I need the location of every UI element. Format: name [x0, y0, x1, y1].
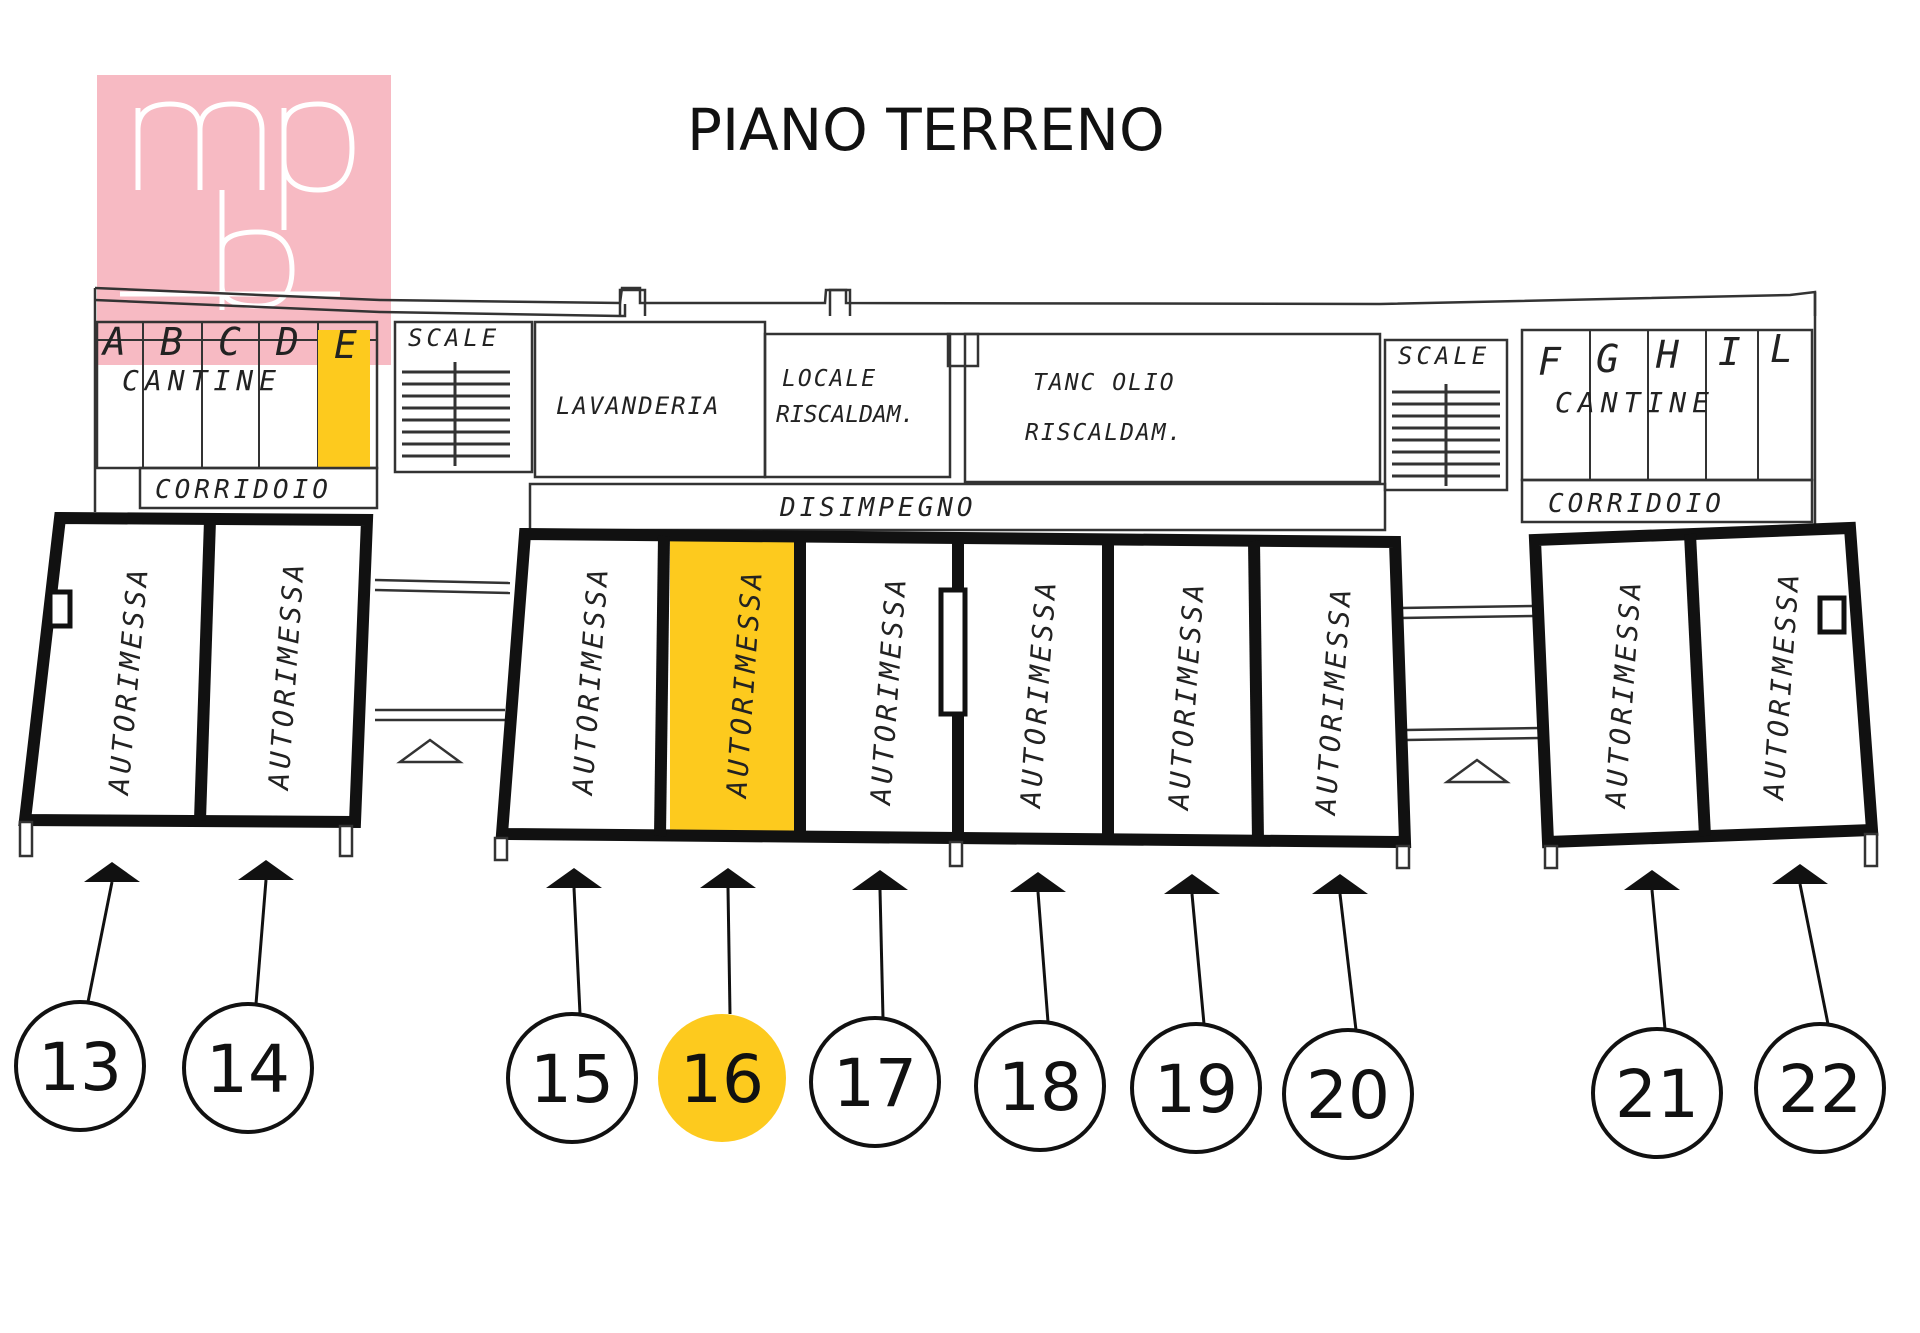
garage-marker-16: 16: [658, 868, 786, 1142]
cellar-letter: F: [1538, 340, 1562, 384]
cellar-label: CANTINE: [1555, 386, 1715, 419]
right-stairs: SCALE: [1383, 338, 1509, 492]
central-corridor: DISIMPEGNO: [528, 482, 1387, 532]
entrance-arrow-line: [726, 887, 732, 1015]
entrance-arrow-icon: [1164, 874, 1220, 894]
cellar-letter: G: [1596, 337, 1619, 381]
cellar-e-highlight: [318, 330, 370, 468]
garage-marker-17: 17: [809, 870, 941, 1148]
entrance-arrow-icon: [1624, 870, 1680, 890]
room-tank-line2: RISCALDAM.: [1025, 420, 1183, 446]
garage-number-circle: [974, 1020, 1106, 1152]
cellar-label: CANTINE: [122, 364, 282, 397]
plan-title: PIANO TERRENO: [687, 96, 1165, 164]
garage-number-circle: [506, 1012, 638, 1144]
cellar-letter: L: [1770, 327, 1793, 371]
entrance-arrow-icon: [852, 870, 908, 890]
garage-number-text: 14: [206, 1031, 290, 1108]
garage-number-circle: [1754, 1022, 1886, 1154]
cellar-letter: E: [334, 323, 357, 367]
entrance-arrow-line: [1650, 889, 1667, 1030]
garage-number-circle: [14, 1000, 146, 1132]
entrance-arrow-line: [86, 881, 114, 1003]
corridor-label: CORRIDOIO: [155, 475, 332, 505]
entrance-arrow-line: [572, 887, 582, 1015]
entrance-arrow-icon: [238, 860, 294, 880]
cellar-letter: B: [160, 320, 183, 364]
room-heating-line2: RISCALDAM.: [776, 402, 914, 428]
garage-number-text: 18: [998, 1049, 1082, 1126]
entrance-arrow-icon: [84, 862, 140, 882]
garage-marker-22: 22: [1754, 864, 1886, 1154]
garage-label-15: AUTORIMESSA: [566, 564, 615, 797]
service-rooms: LAVANDERIA LOCALE RISCALDAM. TANC OLIO R…: [533, 320, 1382, 484]
garage-marker-20: 20: [1282, 874, 1414, 1160]
logo-badge: [97, 75, 391, 365]
garage-number-text: 19: [1154, 1051, 1238, 1128]
building-outline: [93, 286, 1817, 530]
garage-label-20: AUTORIMESSA: [1309, 584, 1358, 817]
cellar-letter: D: [275, 320, 299, 364]
stairs-label: SCALE: [1398, 342, 1490, 370]
garage-number-markers: 13 14 15 16 17 18 19 20 21 22: [14, 860, 1886, 1160]
right-cellars: F G H I L CANTINE CORRIDOIO: [1520, 327, 1814, 524]
garage-marker-21: 21: [1591, 870, 1723, 1159]
entrance-arrow-line: [1190, 893, 1206, 1025]
garage-marker-19: 19: [1130, 874, 1262, 1154]
garage-number-text: 20: [1306, 1057, 1390, 1134]
garage-number-text: 16: [680, 1041, 764, 1118]
corridor-label: CORRIDOIO: [1548, 489, 1725, 519]
entrance-arrow-line: [1036, 891, 1050, 1023]
garage-number-circle: [1282, 1028, 1414, 1160]
entrance-arrow-icon: [1010, 872, 1066, 892]
garage-label-17: AUTORIMESSA: [864, 574, 913, 807]
garage-number-text: 22: [1778, 1051, 1862, 1128]
garage-marker-13: 13: [14, 862, 146, 1132]
entrance-arrow-icon: [1312, 874, 1368, 894]
entrance-arrow-icon: [1772, 864, 1828, 884]
garage-label-19: AUTORIMESSA: [1162, 579, 1211, 812]
garage-marker-18: 18: [974, 872, 1106, 1152]
garage-label-22: AUTORIMESSA: [1757, 569, 1806, 802]
garage-marker-15: 15: [506, 868, 638, 1144]
entrance-arrow-icon: [700, 868, 756, 888]
corridor-center-label: DISIMPEGNO: [779, 493, 977, 523]
garage-number-circle: [182, 1002, 314, 1134]
entrance-arrow-icon: [546, 868, 602, 888]
stairs-label: SCALE: [408, 324, 500, 352]
entrance-arrow-line: [1798, 883, 1830, 1025]
cellar-letter: C: [218, 320, 241, 364]
cellar-letter: A: [101, 320, 126, 364]
garage-number-text: 17: [833, 1045, 917, 1122]
garage-number-text: 15: [530, 1041, 614, 1118]
left-stairs: SCALE: [393, 320, 534, 474]
room-tank-line1: TANC OLIO: [1033, 370, 1176, 396]
garage-number-circle: [1130, 1022, 1262, 1154]
left-cellars: A B C D E CANTINE CORRIDOIO: [95, 320, 379, 510]
garage-marker-14: 14: [182, 860, 314, 1134]
garage-label-14: AUTORIMESSA: [262, 559, 311, 792]
garage-number-text: 21: [1615, 1056, 1699, 1133]
logo-mark: [120, 101, 355, 310]
entrance-arrow-line: [878, 889, 885, 1019]
garage-label-18: AUTORIMESSA: [1014, 577, 1063, 810]
room-laundry: LAVANDERIA: [556, 392, 721, 420]
connectors: [374, 578, 1541, 784]
room-heating-line1: LOCALE: [782, 366, 877, 392]
entrance-arrow-line: [254, 879, 268, 1005]
entrance-arrow-line: [1338, 893, 1358, 1031]
garage-number-text: 13: [38, 1029, 122, 1106]
garage-number-circle: [658, 1014, 786, 1142]
garage-walls: [18, 511, 1879, 870]
cellar-letter: H: [1655, 333, 1680, 377]
garage-16-highlight: [670, 540, 794, 832]
garage-label-21: AUTORIMESSA: [1599, 577, 1648, 810]
cellar-letter: I: [1718, 330, 1741, 374]
garage-number-circle: [1591, 1027, 1723, 1159]
garage-number-circle: [809, 1016, 941, 1148]
garage-label-13: AUTORIMESSA: [102, 564, 155, 797]
